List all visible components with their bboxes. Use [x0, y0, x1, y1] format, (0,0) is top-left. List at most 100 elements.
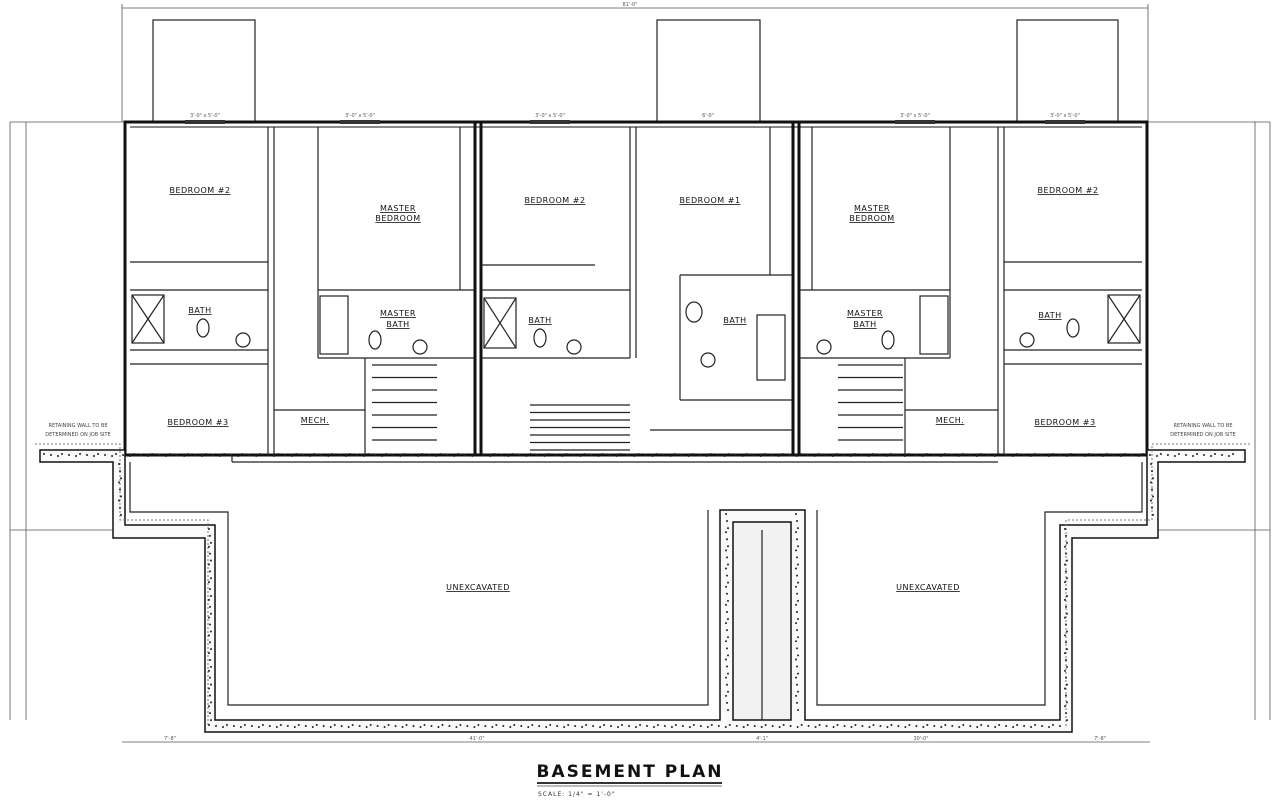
aggregate-dot — [210, 595, 212, 597]
toilet-icon — [533, 328, 547, 348]
aggregate-dot — [351, 724, 354, 726]
aggregate-dot — [547, 453, 550, 455]
aggregate-dot — [194, 454, 197, 456]
aggregate-dot — [1064, 581, 1066, 584]
room-label: BATH — [853, 320, 876, 329]
svg-text:7'-8": 7'-8" — [164, 736, 176, 742]
aggregate-dot — [976, 726, 979, 728]
aggregate-dot — [727, 708, 729, 711]
aggregate-dot — [250, 725, 253, 727]
aggregate-dot — [340, 725, 343, 727]
aggregate-dot — [725, 640, 727, 643]
bottom-dimensions: 7'-8" 41'-0" 4'-1" 30'-0" 7'-8" — [164, 736, 1106, 742]
aggregate-dot — [788, 454, 791, 456]
aggregate-dot — [922, 726, 925, 728]
aggregate-dot — [1059, 725, 1062, 727]
aggregate-dot — [867, 455, 870, 457]
aggregate-dot — [601, 453, 604, 455]
aggregate-dot — [849, 455, 852, 457]
aggregate-dot — [727, 690, 729, 693]
aggregate-dot — [268, 725, 271, 727]
aggregate-dot — [1159, 453, 1162, 455]
sink-icon — [566, 339, 582, 355]
aggregate-dot — [797, 599, 799, 602]
svg-text:30'-0": 30'-0" — [913, 736, 928, 742]
aggregate-dot — [796, 538, 798, 541]
svg-text:3'-0" x 5'-0": 3'-0" x 5'-0" — [900, 113, 930, 119]
aggregate-dot — [1155, 455, 1158, 457]
aggregate-dot — [998, 724, 1001, 726]
aggregate-dot — [563, 726, 566, 728]
toilet-icon — [685, 301, 703, 323]
aggregate-dot — [652, 726, 655, 728]
aggregate-dot — [210, 612, 212, 615]
aggregate-dot — [796, 665, 798, 668]
aggregate-dot — [209, 676, 211, 679]
aggregate-dot — [726, 592, 728, 595]
aggregate-dot — [987, 725, 990, 727]
aggregate-dot — [926, 724, 929, 726]
aggregate-dot — [1209, 455, 1212, 457]
aggregate-dot — [979, 453, 982, 455]
svg-text:7'-8": 7'-8" — [1094, 736, 1106, 742]
aggregate-dot — [726, 647, 728, 650]
aggregate-dot — [1150, 499, 1152, 502]
retaining-wall-notes: RETAINING WALL TO BE DETERMINED ON JOB S… — [45, 423, 1235, 438]
room-label: BATH — [1038, 311, 1061, 320]
aggregate-dot — [1066, 648, 1068, 651]
aggregate-dot — [1015, 453, 1018, 455]
aggregate-dot — [57, 455, 60, 457]
aggregate-dot — [1065, 623, 1067, 626]
aggregate-dot — [1064, 705, 1066, 708]
svg-text:41'-0": 41'-0" — [469, 736, 484, 742]
aggregate-dot — [543, 455, 546, 457]
aggregate-dot — [590, 454, 593, 456]
aggregate-dot — [509, 726, 512, 728]
aggregate-dot — [1058, 454, 1061, 456]
aggregate-dot — [295, 453, 298, 455]
aggregate-dot — [210, 559, 212, 562]
aggregate-dot — [799, 453, 802, 455]
aggregate-dot — [208, 652, 210, 655]
aggregate-dot — [183, 455, 186, 457]
aggregate-dot — [230, 454, 233, 456]
aggregate-dot — [770, 454, 773, 456]
aggregate-dot — [1065, 605, 1067, 608]
aggregate-dot — [495, 724, 498, 726]
aggregate-dot — [619, 453, 622, 455]
tub-icon — [319, 295, 349, 355]
aggregate-dot — [1184, 454, 1187, 456]
aggregate-dot — [635, 726, 638, 728]
aggregate-dot — [169, 453, 172, 455]
shower-icon — [131, 294, 165, 344]
aggregate-dot — [392, 454, 395, 456]
aggregate-dot — [209, 641, 211, 644]
aggregate-dot — [610, 725, 613, 727]
aggregate-dot — [939, 455, 942, 457]
aggregate-dot — [151, 453, 154, 455]
aggregate-dot — [208, 687, 210, 690]
aggregate-dot — [333, 724, 336, 726]
svg-text:3'-0" x 5'-0": 3'-0" x 5'-0" — [1050, 113, 1080, 119]
aggregate-dot — [507, 455, 510, 457]
aggregate-dot — [209, 605, 211, 608]
aggregate-dot — [725, 676, 727, 679]
aggregate-dot — [940, 726, 943, 728]
aggregate-dot — [477, 724, 480, 726]
aggregate-dot — [1101, 455, 1104, 457]
aggregate-dot — [717, 725, 720, 727]
aggregate-dot — [781, 453, 784, 455]
aggregate-dot — [210, 630, 212, 633]
aggregate-dot — [969, 725, 972, 727]
aggregate-dot — [225, 724, 228, 726]
aggregate-dot — [1048, 726, 1051, 728]
aggregate-dot — [115, 453, 118, 455]
aggregate-dot — [908, 724, 911, 726]
aggregate-dot — [259, 453, 262, 455]
aggregate-dot — [302, 454, 305, 456]
aggregate-dot — [257, 726, 260, 728]
aggregate-dot — [915, 725, 918, 727]
aggregate-dot — [331, 453, 334, 455]
aggregate-dot — [491, 726, 494, 728]
aggregate-dot — [277, 453, 280, 455]
